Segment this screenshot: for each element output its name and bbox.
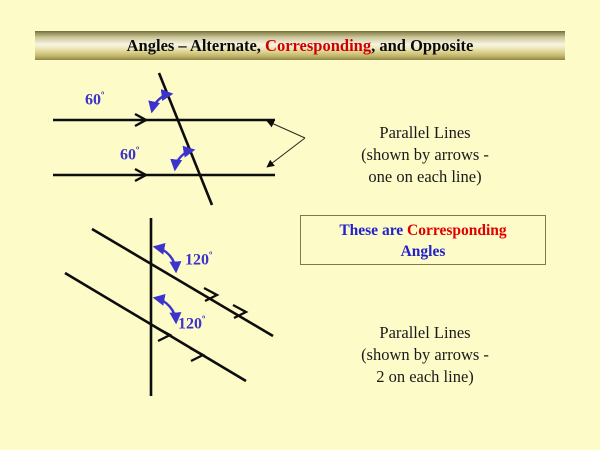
parallel-mark-arrow-upper-1 <box>203 286 220 303</box>
bottom-parallel-line-upper <box>91 227 274 338</box>
angle-label-60-lower: 60º <box>120 145 140 164</box>
angle-arc-120-lower <box>152 293 182 325</box>
parallel-mark-arrow-upper-2 <box>232 303 249 320</box>
caption-top-line-1: Parallel Lines <box>379 123 471 142</box>
angle-label-60-upper: 60º <box>85 90 105 109</box>
corresponding-angles-callout-text: These are Corresponding Angles <box>300 220 546 262</box>
parallel-lines-pointer <box>266 120 306 168</box>
parallel-mark-arrow-lower-1 <box>156 326 173 343</box>
caption-top: Parallel Lines (shown by arrows - one on… <box>300 122 550 188</box>
angle-arc-60-lower <box>170 145 196 172</box>
title-banner-background <box>35 31 565 60</box>
caption-top-line-2: (shown by arrows - <box>361 145 489 164</box>
corresponding-angles-callout-box <box>300 215 546 265</box>
caption-bottom-line-2: (shown by arrows - <box>361 345 489 364</box>
callout-prefix: These are <box>339 222 408 239</box>
title-part-1: Angles – Alternate, <box>126 36 266 55</box>
top-parallel-line-lower <box>53 167 275 183</box>
angle-label-120-upper: 120º <box>185 250 213 269</box>
caption-bottom: Parallel Lines (shown by arrows - 2 on e… <box>300 322 550 388</box>
caption-top-line-3: one on each line) <box>368 167 482 186</box>
bottom-parallel-line-lower <box>64 271 247 383</box>
top-transversal-line <box>157 72 214 206</box>
page-title: Angles – Alternate, Corresponding, and O… <box>35 31 565 60</box>
callout-line-1: These are Corresponding <box>300 220 546 241</box>
title-part-2: , and Opposite <box>371 36 474 55</box>
angle-arc-120-upper <box>152 242 182 274</box>
parallel-mark-arrow-lower-2 <box>189 346 206 363</box>
parallel-mark-arrow-upper <box>134 112 149 128</box>
caption-bottom-line-3: 2 on each line) <box>376 367 474 386</box>
callout-line-2: Angles <box>400 243 446 260</box>
caption-bottom-line-1: Parallel Lines <box>379 323 471 342</box>
callout-highlight: Corresponding <box>407 222 507 239</box>
angle-arc-60-upper <box>148 89 174 114</box>
parallel-mark-arrow-lower <box>134 167 149 183</box>
top-parallel-line-upper <box>53 112 275 128</box>
angle-label-120-lower: 120º <box>178 314 206 333</box>
title-highlight-corresponding: Corresponding <box>265 36 372 55</box>
